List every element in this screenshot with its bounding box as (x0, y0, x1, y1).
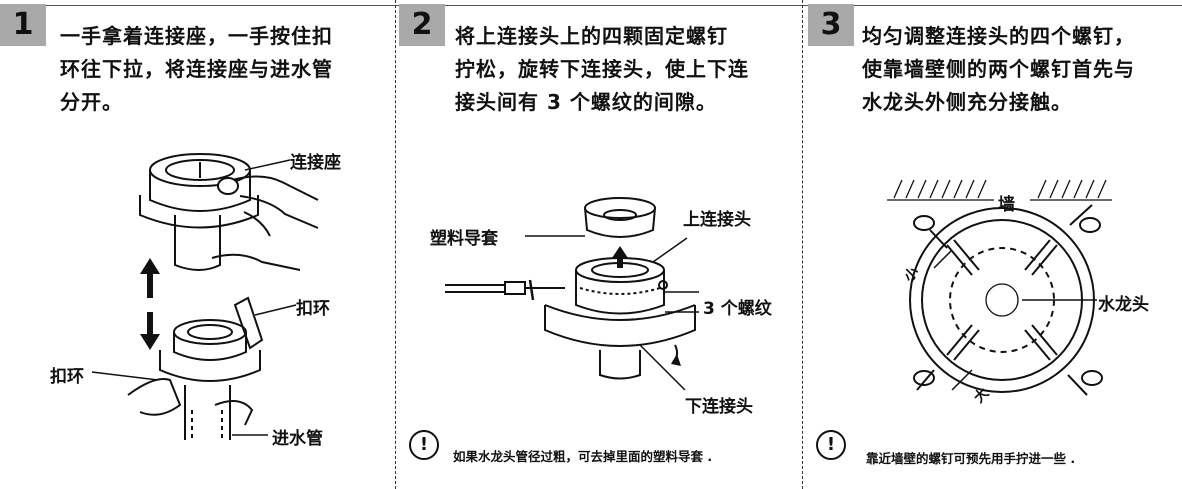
step-1-illustration (91, 153, 319, 440)
step-2-note: 如果水龙头管径过粗，可去掉里面的塑料导套 . (453, 449, 713, 464)
label-plastic-sleeve: 塑料导套 (430, 229, 498, 249)
step-2-text: 将上连接头上的四颗固定螺钉 拧松，旋转下连接头，使上下连 接头间有 3 个螺纹的… (455, 24, 749, 114)
step-3-note: 靠近墙壁的螺钉可预先用手拧进一些 . (866, 451, 1076, 466)
step-1-number: 1 (0, 4, 46, 46)
label-wall: 墙 (998, 195, 1015, 215)
warning-icon: ! (816, 430, 846, 460)
step-1-panel: 1 一手拿着连接座，一手按住扣 环往下拉，将连接座与进水管 分开。 (0, 0, 395, 489)
warning-icon: ! (409, 430, 439, 460)
step-2-illustration (445, 197, 699, 391)
label-lower-connector: 下连接头 (685, 397, 753, 417)
step-2-panel: 2 将上连接头上的四颗固定螺钉 拧松，旋转下连接头，使上下连 接头间有 3 个螺… (395, 0, 802, 489)
top-rule (0, 5, 1182, 6)
step-3-text: 均匀调整连接头的四个螺钉， 使靠墙壁侧的两个螺钉首先与 水龙头外侧充分接触。 (862, 24, 1135, 114)
divider-2 (802, 0, 803, 489)
label-connector-seat: 连接座 (290, 153, 341, 173)
step-1-text: 一手拿着连接座，一手按住扣 环往下拉，将连接座与进水管 分开。 (60, 24, 333, 114)
step-3-illustration (887, 179, 1112, 396)
step-2-number: 2 (399, 4, 445, 46)
label-ring-left: 扣环 (50, 367, 84, 387)
label-upper-connector: 上连接头 (683, 210, 751, 230)
label-inlet-pipe: 进水管 (272, 429, 323, 449)
step-3-panel: 3 均匀调整连接头的四个螺钉， 使靠墙壁侧的两个螺钉首先与 水龙头外侧充分接触。 (802, 0, 1182, 489)
divider-1 (395, 0, 396, 489)
label-threads: 3 个螺纹 (703, 299, 772, 319)
step-3-number: 3 (808, 4, 854, 46)
label-faucet: 水龙头 (1098, 295, 1149, 315)
label-ring-top: 扣环 (296, 299, 330, 319)
